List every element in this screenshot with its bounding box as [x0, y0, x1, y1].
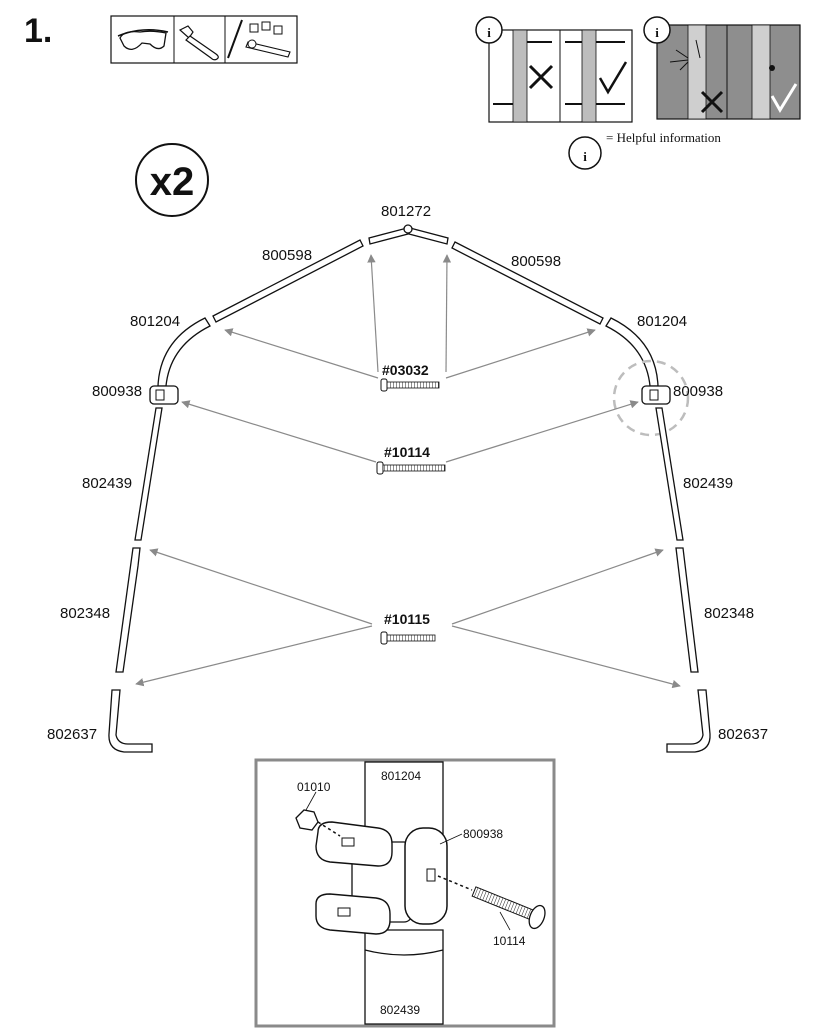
rafter-left [212, 239, 364, 323]
svg-text:i: i [583, 149, 587, 164]
elbow-right-label: 801204 [637, 313, 687, 330]
svg-text:i: i [487, 25, 491, 40]
incorrect-mark-icon [528, 64, 554, 90]
detail-elbow-label: 801204 [381, 769, 421, 783]
arrow-to-lower-leg-top-right [451, 548, 664, 625]
detail-bracket-plate [404, 827, 448, 925]
rafter-right-label: 800598 [511, 253, 561, 270]
socket-wrench-set-icon [245, 21, 291, 58]
bolt-10115-label: #10115 [384, 611, 430, 627]
arrow-to-lower-leg-top-left [149, 548, 373, 625]
info-box-bolt-orientation: i [475, 16, 633, 123]
peak-label: 801272 [381, 203, 431, 220]
info-icon [475, 16, 503, 44]
foot-right-label: 802637 [718, 726, 768, 743]
detail-bolt [471, 886, 546, 930]
lower-leg-right [675, 547, 699, 673]
helpful-information-legend: = Helpful information [606, 130, 721, 145]
correct-mark-icon [770, 83, 798, 113]
lower-leg-left-label: 802348 [60, 605, 110, 622]
arrow-to-peak-left [367, 254, 379, 373]
detail-leg-label: 802439 [380, 1003, 420, 1017]
arrow-to-peak-right [442, 254, 452, 373]
svg-text:i: i [655, 25, 659, 40]
upper-leg-right [655, 407, 684, 541]
detail-bracket-label: 800938 [463, 827, 503, 841]
info-icon [643, 16, 671, 44]
bracket-left-label: 800938 [92, 383, 142, 400]
arrow-to-foot-right [451, 625, 681, 689]
foot-left [108, 689, 153, 753]
bolt-10114 [376, 461, 446, 475]
upper-leg-right-label: 802439 [683, 475, 733, 492]
elbow-left [157, 317, 211, 387]
upper-leg-left-label: 802439 [82, 475, 132, 492]
detail-inset [254, 758, 556, 1028]
lower-leg-right-label: 802348 [704, 605, 754, 622]
elbow-right [605, 317, 659, 387]
peak-connector [368, 224, 449, 245]
foot-right [666, 689, 711, 753]
info-icon [568, 136, 602, 170]
bracket-left [149, 385, 179, 405]
adjustable-wrench-icon [178, 25, 219, 61]
info-box-tube-damage: i [643, 16, 801, 120]
arrow-to-bracket-left [181, 400, 377, 463]
rafter-right [451, 241, 604, 325]
foot-left-label: 802637 [47, 726, 97, 743]
bolt-03032 [380, 378, 440, 392]
detail-bolt-label: 10114 [493, 934, 526, 948]
elbow-left-label: 801204 [130, 313, 180, 330]
arrow-to-bracket-right [445, 400, 639, 463]
tools-panel [110, 15, 298, 64]
bracket-right [641, 385, 671, 405]
quantity-badge: x2 [135, 143, 209, 217]
bolt-10114-label: #10114 [384, 444, 430, 460]
correct-mark-icon [598, 61, 628, 95]
arrow-to-foot-left [135, 625, 373, 687]
safety-goggles-icon [117, 29, 169, 50]
incorrect-mark-icon [700, 90, 724, 114]
bolt-03032-label: #03032 [382, 362, 429, 378]
detail-bracket-bottom-flange [315, 893, 391, 935]
arrow-to-elbow-left [224, 328, 379, 379]
step-number: 1. [24, 12, 52, 50]
bolt-10115 [380, 631, 436, 645]
rafter-left-label: 800598 [262, 247, 312, 264]
lower-leg-left [115, 547, 141, 673]
detail-callout-circle [612, 359, 690, 437]
bracket-right-label: 800938 [673, 383, 723, 400]
detail-nut-label: 01010 [297, 780, 331, 794]
upper-leg-left [134, 407, 163, 541]
svg-text:x2: x2 [150, 160, 195, 204]
arrow-to-elbow-right [445, 328, 596, 379]
